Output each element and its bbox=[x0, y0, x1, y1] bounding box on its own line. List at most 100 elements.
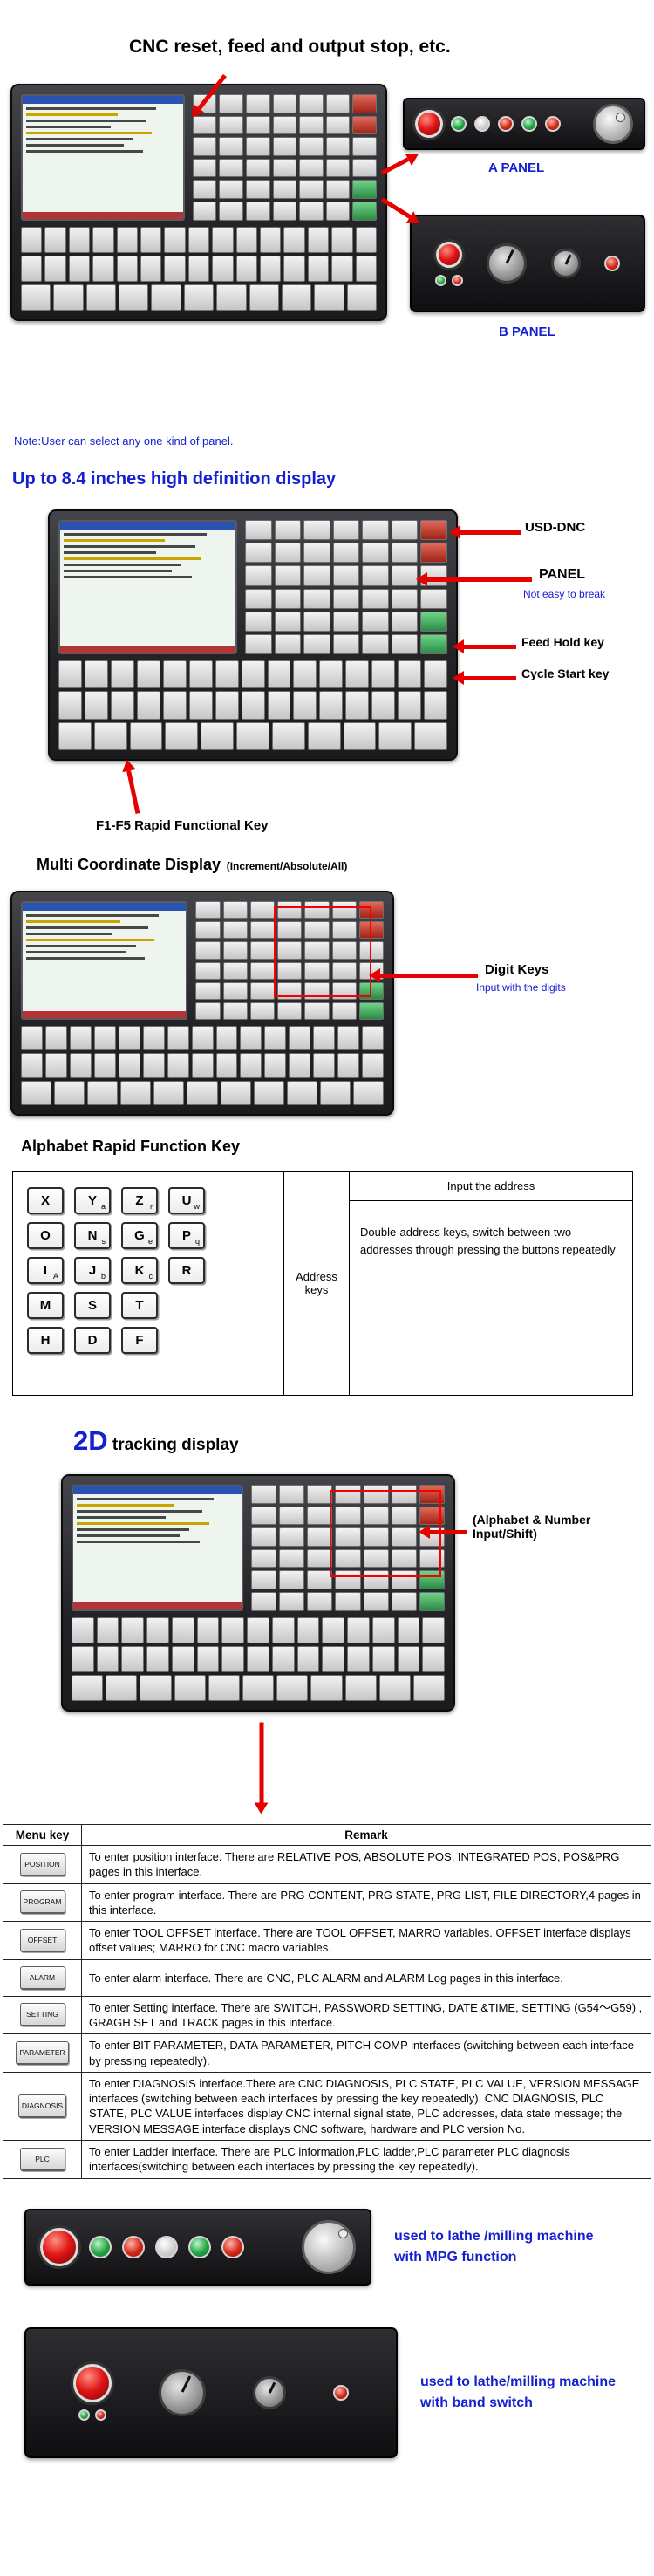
cnc-key bbox=[322, 1645, 345, 1672]
screen-text-line bbox=[26, 920, 120, 923]
cnc-key bbox=[191, 1053, 214, 1078]
usb-dnc-label: USD-DNC bbox=[525, 520, 586, 535]
cnc-key bbox=[249, 941, 276, 960]
cnc-key bbox=[249, 901, 276, 919]
cnc-key bbox=[322, 1616, 345, 1643]
cnc-key bbox=[96, 1616, 119, 1643]
cnc-key bbox=[110, 660, 134, 689]
cnc-key bbox=[279, 1570, 305, 1589]
red-highlight-box bbox=[274, 906, 371, 997]
cnc-key bbox=[419, 1506, 445, 1526]
red-arrow-panel bbox=[427, 577, 532, 582]
cnc-key bbox=[337, 1026, 360, 1051]
cnc-key bbox=[419, 1485, 445, 1504]
menu-key-cell: OFFSET bbox=[3, 1921, 82, 1960]
cnc-key bbox=[319, 691, 344, 720]
section-reset-panels: CNC reset, feed and output stop, etc. A … bbox=[0, 0, 654, 464]
mpg-panel-caption: used to lathe /milling machine with MPG … bbox=[394, 2228, 594, 2265]
cnc-key bbox=[72, 1645, 94, 1672]
address-description-column: Input the address Double-address keys, s… bbox=[350, 1172, 632, 1395]
address-key-sub-letter: b bbox=[100, 1272, 106, 1281]
cnc-key bbox=[358, 1002, 384, 1021]
cnc-key bbox=[249, 921, 276, 940]
address-key-x: X bbox=[27, 1187, 64, 1214]
cnc-key bbox=[220, 1080, 251, 1105]
cnc-key bbox=[241, 691, 265, 720]
address-key-main-letter: Z bbox=[135, 1193, 144, 1208]
remark-header: Remark bbox=[81, 1824, 651, 1846]
estop-column bbox=[73, 2364, 112, 2421]
cnc-key bbox=[420, 588, 447, 609]
cnc-key bbox=[343, 721, 377, 750]
cnc-key bbox=[21, 1026, 43, 1051]
address-key-sub-letter: w bbox=[194, 1202, 201, 1211]
address-key-sub-letter: r bbox=[150, 1202, 153, 1211]
screen-title-bar bbox=[60, 522, 236, 530]
alphabet-heading: Alphabet Rapid Function Key bbox=[21, 1138, 241, 1155]
red-arrow-digit-keys bbox=[380, 974, 478, 978]
cnc-key bbox=[195, 901, 221, 919]
screen-text-line bbox=[77, 1516, 166, 1519]
cnc-key bbox=[352, 115, 377, 135]
cnc-key bbox=[391, 1506, 417, 1526]
cnc-key bbox=[208, 1674, 240, 1702]
cnc-key bbox=[72, 1674, 104, 1702]
menu-key-position: POSITION bbox=[19, 1852, 65, 1876]
cnc-key bbox=[289, 1053, 311, 1078]
cnc-key bbox=[69, 1053, 92, 1078]
cnc-key bbox=[344, 1674, 377, 1702]
screen-text-line bbox=[26, 914, 160, 917]
cnc-key bbox=[307, 1485, 333, 1504]
red-button bbox=[452, 274, 464, 286]
controller-top bbox=[21, 94, 377, 221]
cnc-key bbox=[250, 1506, 277, 1526]
cnc-key bbox=[398, 691, 422, 720]
cnc-key bbox=[331, 901, 357, 919]
cnc-key bbox=[21, 1080, 52, 1105]
coordinate-heading-sub: _(Increment/Absolute/All) bbox=[221, 860, 348, 872]
address-key-main-letter: T bbox=[135, 1298, 144, 1313]
cnc-key bbox=[355, 226, 378, 253]
cnc-key bbox=[264, 1026, 287, 1051]
cnc-key bbox=[54, 1080, 85, 1105]
green-button bbox=[89, 2235, 112, 2258]
cnc-key bbox=[250, 1485, 277, 1504]
address-key-main-letter: S bbox=[87, 1298, 97, 1313]
cnc-key bbox=[162, 691, 187, 720]
cnc-key bbox=[331, 921, 357, 940]
screen-text-line bbox=[64, 551, 157, 554]
cnc-key bbox=[420, 611, 447, 632]
menu-key-cell: DIAGNOSIS bbox=[3, 2071, 82, 2141]
cnc-key bbox=[106, 1674, 138, 1702]
section-coordinate-display: Multi Coordinate Display_(Increment/Abso… bbox=[0, 852, 654, 1136]
cnc-screen bbox=[58, 520, 238, 655]
controller-top bbox=[72, 1485, 445, 1611]
green-button bbox=[435, 274, 447, 286]
cnc-key bbox=[245, 543, 272, 564]
menu-remark-cell: To enter BIT PARAMETER, DATA PARAMETER, … bbox=[81, 2033, 651, 2073]
address-key-sub-letter: s bbox=[101, 1237, 106, 1246]
cnc-key bbox=[277, 1002, 303, 1021]
screen-body bbox=[23, 911, 187, 1012]
cnc-key bbox=[363, 1527, 389, 1547]
cnc-key bbox=[247, 1616, 269, 1643]
cnc-key bbox=[120, 1080, 152, 1105]
not-easy-to-break-label: Not easy to break bbox=[523, 588, 606, 600]
cnc-key bbox=[293, 691, 317, 720]
menu-key-diagnosis: DIAGNOSIS bbox=[17, 2094, 67, 2118]
cnc-key bbox=[303, 588, 330, 609]
cnc-key bbox=[391, 1570, 417, 1589]
cnc-key bbox=[274, 565, 302, 586]
menu-key-program: PROGRAM bbox=[19, 1890, 65, 1915]
white-button bbox=[474, 116, 490, 132]
cnc-key bbox=[283, 255, 305, 282]
cnc-key bbox=[192, 180, 217, 199]
cnc-key bbox=[307, 1570, 333, 1589]
red-button bbox=[603, 256, 620, 271]
